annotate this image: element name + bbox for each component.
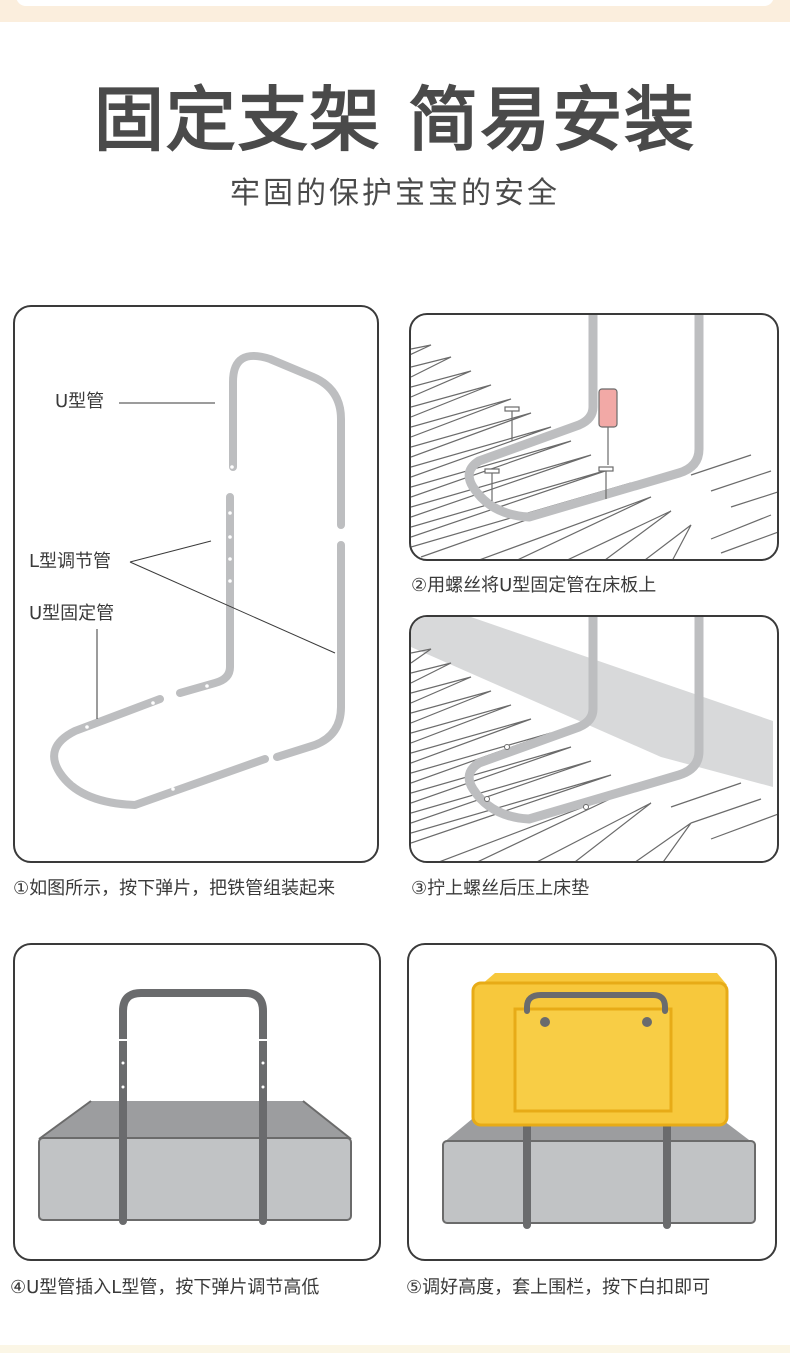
label-l-tube: L型调节管 <box>29 551 112 572</box>
bottom-band <box>0 1345 790 1353</box>
step2-caption: ②用螺丝将U型固定管在床板上 <box>411 575 657 596</box>
screw-install-illustration <box>411 315 777 559</box>
page-subtitle: 牢固的保护宝宝的安全 <box>230 176 560 211</box>
step3-panel <box>409 615 779 863</box>
tube-parts-illustration <box>50 351 345 809</box>
fence-attach-illustration <box>442 973 756 1229</box>
adjust-height-illustration <box>38 989 352 1225</box>
top-card <box>16 0 774 6</box>
step1-panel: U型管 L型调节管 U型固定管 <box>13 305 379 863</box>
step2-panel <box>409 313 779 561</box>
mattress-press-illustration <box>411 617 777 861</box>
label-u-tube: U型管 <box>55 391 105 412</box>
step4-panel <box>13 943 381 1261</box>
step3-caption: ③拧上螺丝后压上床垫 <box>411 878 590 899</box>
page-title: 固定支架 简易安装 <box>93 79 697 161</box>
label-u-fixed-tube: U型固定管 <box>29 603 115 624</box>
step4-caption: ④U型管插入L型管，按下弹片调节高低 <box>10 1277 320 1298</box>
step5-panel <box>407 943 777 1261</box>
step5-caption: ⑤调好高度，套上围栏，按下白扣即可 <box>406 1277 711 1298</box>
step1-caption: ①如图所示，按下弹片，把铁管组装起来 <box>13 878 336 899</box>
